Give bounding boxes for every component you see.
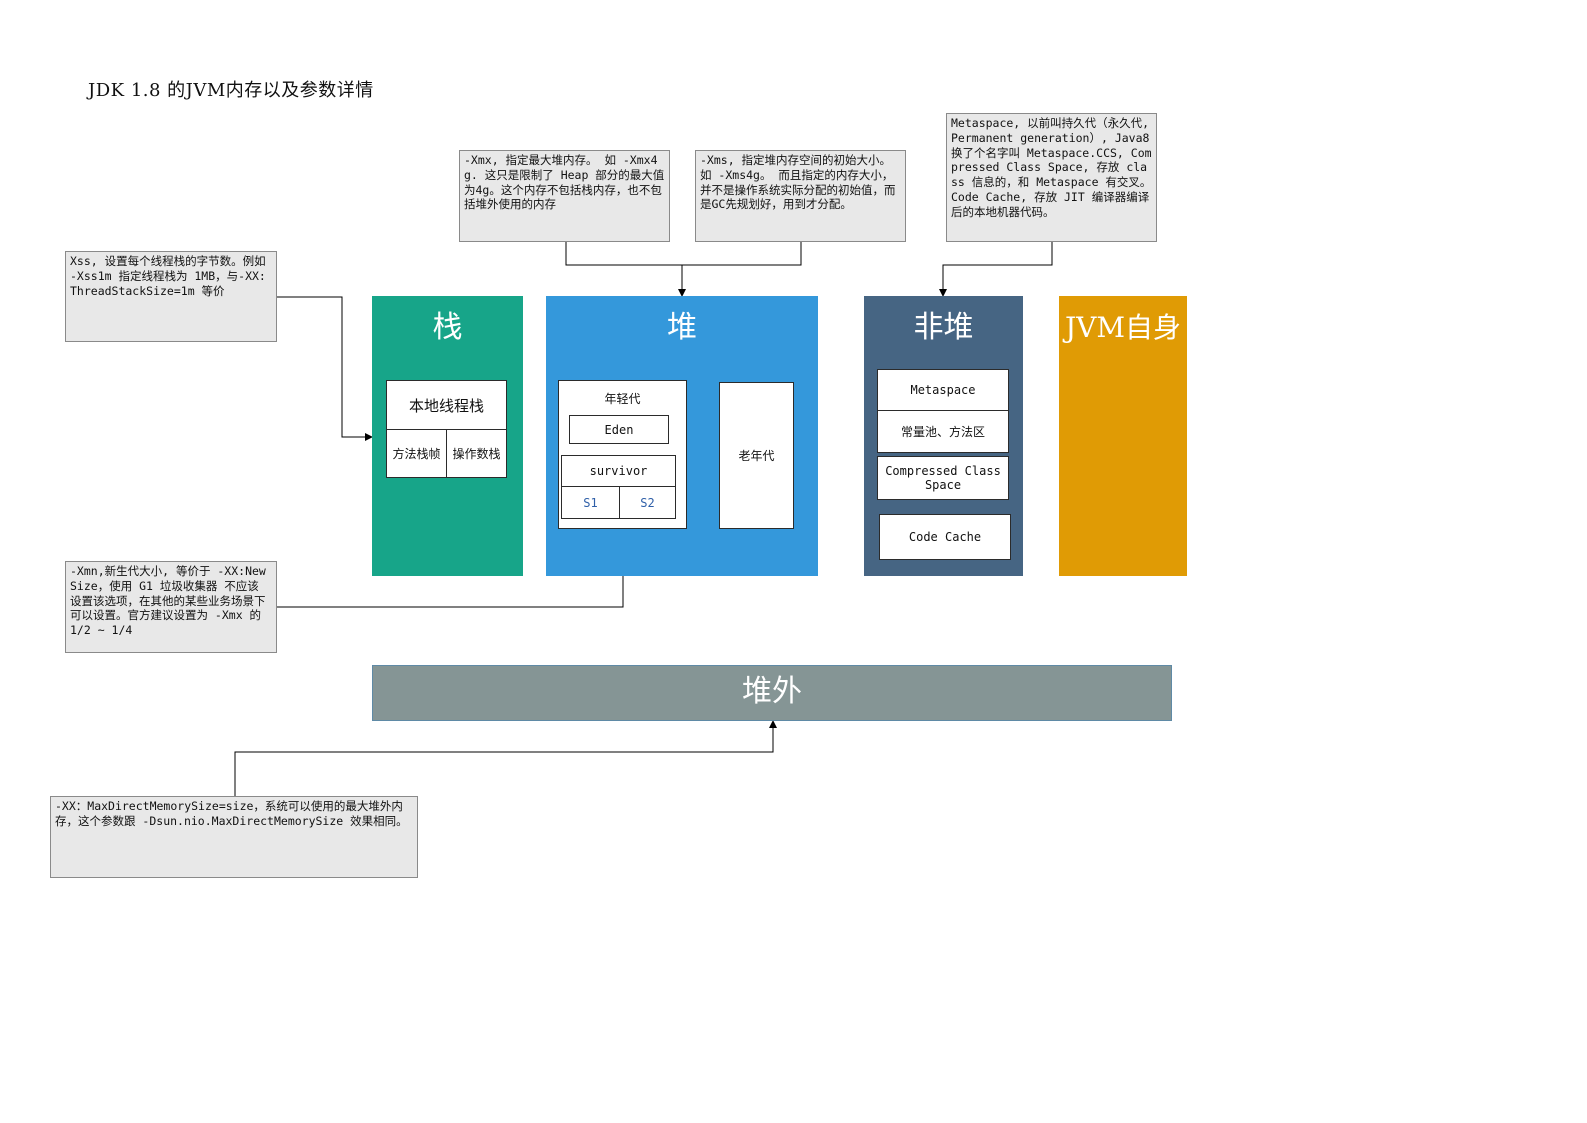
code-cache-box: Code Cache <box>879 514 1011 560</box>
offheap-bar: 堆外 <box>372 665 1172 721</box>
nonheap-panel: 非堆 Metaspace 常量池、方法区 Compressed Class Sp… <box>864 296 1023 576</box>
survivor-s2: S2 <box>619 486 676 519</box>
note-xss: Xss, 设置每个线程栈的字节数。例如 -Xss1m 指定线程栈为 1MB，与-… <box>65 251 277 342</box>
method-frame: 方法栈帧 <box>386 429 447 478</box>
stack-panel: 栈 本地线程栈 方法栈帧 操作数栈 <box>372 296 523 576</box>
heap-panel: 堆 年轻代 Eden survivor S1 S2 老年代 <box>546 296 818 576</box>
note-metaspace: Metaspace, 以前叫持久代（永久代, Permanent generat… <box>946 113 1157 242</box>
stack-title: 栈 <box>432 310 463 345</box>
old-generation: 老年代 <box>719 382 794 529</box>
connector-direct <box>234 720 777 796</box>
survivor-space: survivor <box>561 455 676 487</box>
survivor-s1: S1 <box>561 486 620 519</box>
note-xmx: -Xmx, 指定最大堆内存。 如 -Xmx4g. 这只是限制了 Heap 部分的… <box>459 150 670 242</box>
connector-xms <box>678 242 802 297</box>
eden-space: Eden <box>569 415 669 444</box>
nonheap-title: 非堆 <box>913 310 974 345</box>
offheap-title: 堆外 <box>742 674 802 709</box>
metaspace-box: Metaspace <box>877 369 1009 411</box>
constant-pool-box: 常量池、方法区 <box>877 410 1009 453</box>
native-thread-stack: 本地线程栈 <box>386 380 507 430</box>
jvm-self-title: JVM自身 <box>1064 311 1182 344</box>
operand-stack: 操作数栈 <box>446 429 507 478</box>
page-title: JDK 1.8 的JVM内存以及参数详情 <box>88 80 374 101</box>
connector-xmx <box>565 242 682 266</box>
note-direct-memory: -XX：MaxDirectMemorySize=size，系统可以使用的最大堆外… <box>50 796 418 878</box>
jvm-self-panel: JVM自身 <box>1059 296 1187 576</box>
compressed-class-space-box: Compressed Class Space <box>877 456 1009 500</box>
note-xms: -Xms, 指定堆内存空间的初始大小。 如 -Xms4g。 而且指定的内存大小，… <box>695 150 906 242</box>
connector-metaspace <box>939 242 1053 297</box>
note-xmn: -Xmn,新生代大小, 等价于 -XX:NewSize，使用 G1 垃圾收集器 … <box>65 561 277 653</box>
young-generation-label: 年轻代 <box>604 392 641 406</box>
connector-xss <box>277 296 373 441</box>
heap-title: 堆 <box>667 310 697 345</box>
